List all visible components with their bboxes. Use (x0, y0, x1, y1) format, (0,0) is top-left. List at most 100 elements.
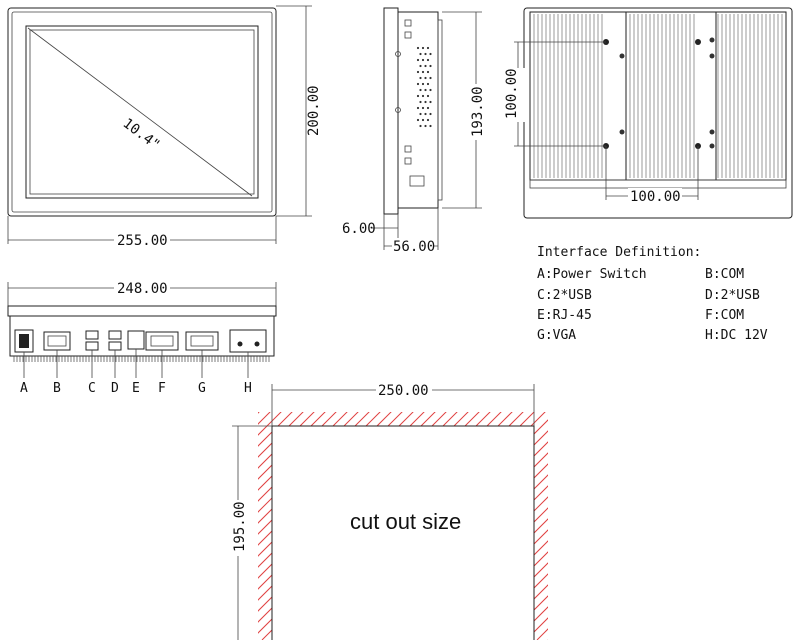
vent-dot (426, 70, 430, 74)
hatch-line (559, 400, 799, 640)
cutout-caption: cut out size (350, 509, 461, 534)
vent-dot (419, 100, 422, 104)
rear-screw-5 (709, 143, 715, 149)
side-vent-dots (416, 46, 432, 128)
side-height-label-bg (467, 84, 485, 140)
vent-dot (429, 112, 432, 116)
hatch-line (258, 412, 305, 640)
screen-diagonal-line (27, 27, 253, 197)
vent-dot (416, 94, 420, 98)
interface-item-f: F:COM (705, 308, 744, 323)
bottom-view: 248.00 A B C D E F (7, 280, 277, 396)
interface-item-h: H:DC 12V (705, 328, 768, 343)
side-depth-label: 56.00 (393, 239, 435, 255)
vent-dot (429, 64, 432, 68)
vent-dot (421, 118, 425, 122)
rear-vspacing-label: 100.00 (504, 68, 520, 119)
side-screw-bottom-1 (404, 145, 412, 153)
vent-dot (421, 58, 425, 62)
port-letter-e: E (132, 381, 140, 396)
side-screw-top-2 (404, 31, 412, 39)
front-screen (25, 25, 259, 199)
hatch-line (258, 412, 294, 640)
bottom-io-panel (9, 315, 275, 357)
vent-dot (429, 76, 432, 80)
port-dc-12v-pin-2 (254, 341, 260, 347)
vent-dot (424, 64, 427, 68)
rear-screw-2 (709, 37, 715, 43)
cutout-opening (271, 425, 535, 640)
interface-item-d: D:2*USB (705, 288, 760, 303)
side-view: 193.00 6.00 56.00 (342, 7, 486, 255)
interface-item-g: G:VGA (537, 328, 576, 343)
cutout-width-label-bg (376, 382, 432, 398)
side-mount-hole-top (395, 51, 401, 57)
port-com-f-inner (150, 335, 174, 347)
side-depth-label-bg (392, 238, 434, 254)
vent-dot (419, 124, 422, 128)
port-dc-12v (229, 329, 267, 353)
bottom-heatsink-fins (13, 356, 270, 362)
rear-screw-3 (709, 53, 715, 59)
vent-dot (426, 106, 430, 110)
vent-dot (424, 52, 427, 56)
vent-dot (416, 58, 420, 62)
hatch-line (9, 400, 249, 640)
hatch-line (570, 400, 800, 640)
port-usb-d-1 (108, 330, 122, 340)
hatch-line (258, 412, 382, 640)
hatch-line (470, 412, 548, 640)
hatch-line (426, 412, 548, 640)
rear-screw-6 (709, 129, 715, 135)
vent-dot (426, 46, 430, 50)
hatch-line (258, 412, 316, 640)
interface-item-b: B:COM (705, 267, 744, 282)
port-usb-d-2 (108, 341, 122, 351)
hatch-line (437, 412, 548, 640)
vent-dot (419, 88, 422, 92)
hatch-line (481, 412, 548, 640)
vent-dot (421, 46, 425, 50)
vent-dot (426, 58, 430, 62)
cutout-height-label-bg (228, 500, 248, 556)
vent-dot (421, 106, 425, 110)
vent-dot (426, 82, 430, 86)
side-offset-label: 6.00 (342, 221, 376, 237)
interface-item-c: C:2*USB (537, 288, 592, 303)
front-width-label: 255.00 (117, 233, 168, 249)
hatch-line (258, 412, 261, 640)
port-letter-f: F (158, 381, 166, 396)
port-dc-12v-pin (237, 341, 243, 347)
hatch-line (0, 400, 238, 640)
interface-definition: Interface Definition: A:Power Switch B:C… (537, 245, 768, 343)
vent-dot (429, 52, 432, 56)
cutout-height-label: 195.00 (232, 501, 248, 552)
hatch-line (448, 412, 548, 640)
port-letter-c: C (88, 381, 96, 396)
bottom-width-label-bg (114, 280, 170, 296)
vent-dot (429, 88, 432, 92)
port-vga-inner (190, 335, 214, 347)
hatch-line (258, 412, 327, 640)
vent-dot (421, 82, 425, 86)
rear-screw-4 (619, 129, 625, 135)
vent-dot (416, 82, 420, 86)
vent-dot (419, 52, 422, 56)
rear-io-strip (529, 179, 787, 189)
hatch-line (514, 412, 548, 640)
port-usb-c-2 (85, 341, 99, 351)
port-usb-c-1 (85, 330, 99, 340)
interface-title: Interface Definition: (537, 245, 701, 260)
side-screw-top-1 (404, 19, 412, 27)
hatch-line (547, 412, 548, 640)
rear-heatsink-fins (533, 12, 783, 180)
vent-dot (416, 118, 420, 122)
rear-hspacing-label: 100.00 (630, 189, 681, 205)
vent-dot (426, 94, 430, 98)
rear-screw-1 (619, 53, 625, 59)
vent-dot (419, 76, 422, 80)
vent-dot (424, 100, 427, 104)
vent-dot (424, 88, 427, 92)
rear-hspacing-label-bg (628, 188, 682, 204)
vent-dot (426, 118, 430, 122)
